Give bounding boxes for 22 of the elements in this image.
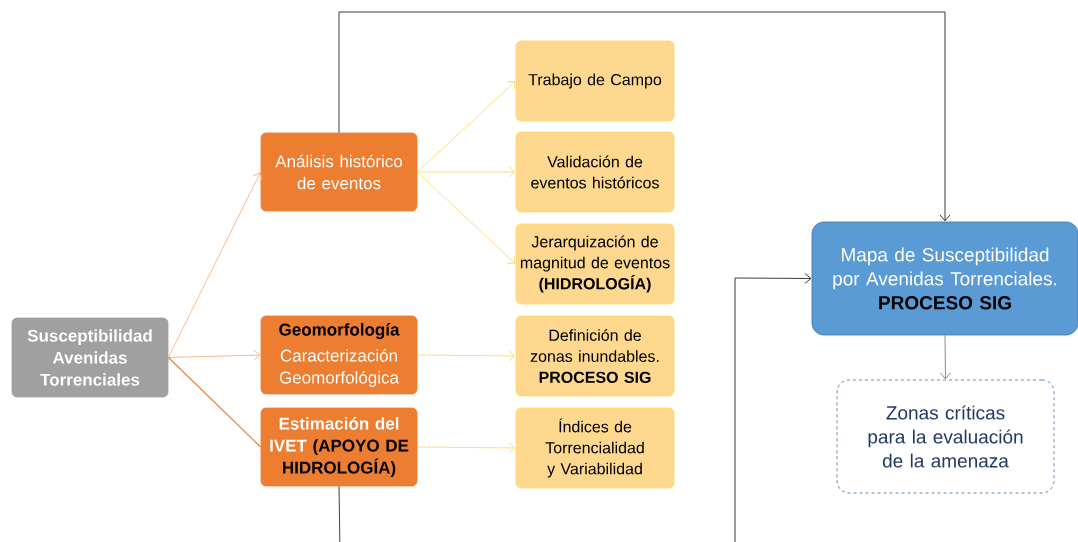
step-box: Índices de Torrencialidad y Variabilidad bbox=[515, 407, 675, 489]
arrow bbox=[167, 172, 263, 358]
connector-line bbox=[167, 356, 262, 448]
topic-box: Susceptibilidad Avenidas Torrenciales bbox=[11, 317, 169, 398]
step-box: Validación de eventos históricos bbox=[515, 131, 675, 213]
arrow bbox=[416, 166, 516, 178]
process-box: Análisis histórico de eventos bbox=[260, 132, 418, 212]
step-box: Definición de zonas inundables. PROCESO SIG bbox=[515, 315, 675, 397]
arrow bbox=[416, 81, 516, 173]
process-box: Geomorfología Caracterización Geomorfológica bbox=[260, 315, 418, 395]
result-box: Mapa de Susceptibilidad por Avenidas Torrenciales. PROCESO SIG bbox=[811, 221, 1078, 336]
arrow bbox=[167, 349, 261, 361]
arrow bbox=[939, 334, 951, 380]
dashed-box: Zonas críticas para la evaluación de la amenaza bbox=[836, 379, 1055, 494]
step-box: Trabajo de Campo bbox=[515, 40, 675, 122]
arrow bbox=[338, 273, 812, 542]
arrow bbox=[338, 11, 951, 222]
step-box: Jerarquización de magnitud de eventos (HIDROLOGÍA) bbox=[515, 223, 675, 305]
process-box: Estimación del IVET (APOYO DE HIDROLOGÍA) bbox=[260, 407, 418, 487]
arrow bbox=[416, 350, 516, 362]
arrow bbox=[416, 171, 516, 264]
arrow bbox=[416, 442, 516, 454]
